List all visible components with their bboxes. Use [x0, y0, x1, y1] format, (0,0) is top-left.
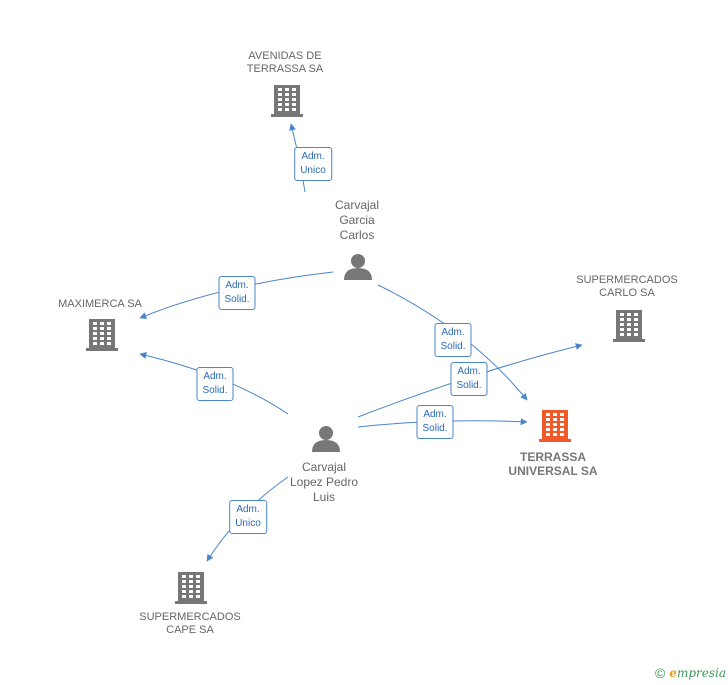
node-label-maximerca[interactable]: MAXIMERCA SA — [58, 298, 142, 310]
node-label-carlo[interactable]: SUPERMERCADOS CARLO SA — [576, 274, 678, 299]
building-icon[interactable] — [175, 572, 207, 604]
edge-role-label[interactable]: Adm. Solid. — [450, 362, 488, 396]
edge-role-label[interactable]: Adm. Solid. — [416, 405, 454, 439]
building-icon[interactable] — [613, 310, 645, 342]
building-icon[interactable] — [539, 410, 571, 442]
edge-role-label[interactable]: Adm. Unico — [229, 500, 267, 534]
building-icon[interactable] — [86, 319, 118, 351]
edge-role-label[interactable]: Adm. Unico — [294, 147, 332, 181]
node-label-lopez[interactable]: Carvajal Lopez Pedro Luis — [289, 460, 359, 504]
node-label-terrassa[interactable]: TERRASSA UNIVERSAL SA — [508, 450, 598, 478]
brand-logo: empresia — [669, 666, 726, 680]
footer-brand: © empresia — [655, 665, 726, 681]
edge-role-label[interactable]: Adm. Solid. — [434, 323, 472, 357]
building-icon[interactable] — [271, 85, 303, 117]
person-icon[interactable] — [312, 426, 340, 452]
node-label-cape[interactable]: SUPERMERCADOS CAPE SA — [139, 611, 241, 636]
edge-role-label[interactable]: Adm. Solid. — [218, 276, 256, 310]
edge-role-label[interactable]: Adm. Solid. — [196, 367, 234, 401]
person-icon[interactable] — [344, 254, 372, 280]
node-label-avenidas[interactable]: AVENIDAS DE TERRASSA SA — [246, 50, 324, 75]
node-label-garcia[interactable]: Carvajal Garcia Carlos — [334, 198, 380, 242]
copyright-symbol: © — [654, 665, 666, 681]
